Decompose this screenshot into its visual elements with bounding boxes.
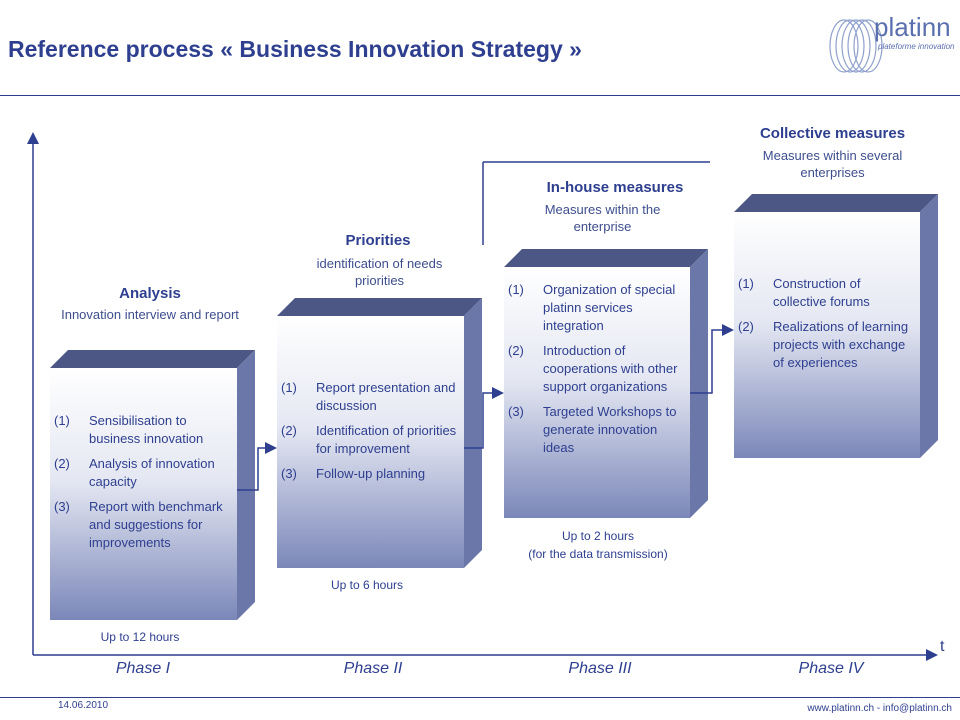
list-item: (2)Realizations of learning projects wit… (738, 319, 909, 370)
stage-1-subtitle: Innovation interview and report (61, 307, 239, 322)
logo-rings-icon (829, 19, 883, 73)
footer-contact[interactable]: www.platinn.ch - info@platinn.ch (807, 703, 952, 714)
page-title: Reference process « Business Innovation … (8, 36, 582, 62)
phase-4-label: Phase IV (798, 660, 864, 677)
list-item: (1)Sensibilisation to business innovatio… (54, 413, 204, 446)
stage-4-subtitle: Measures within several enterprises (762, 148, 903, 180)
header-divider (0, 95, 960, 96)
stage-2-duration: Up to 6 hours (330, 578, 404, 592)
list-item: (1)Construction of collective forums (738, 276, 870, 309)
phase-3-label: Phase III (568, 660, 632, 677)
stage-1-duration: Up to 12 hours (100, 630, 180, 644)
phase-2-label: Phase II (343, 660, 403, 677)
stage-2-heading: Priorities (345, 232, 411, 249)
stage-2-items: (1)Report presentation and discussion (2… (281, 379, 462, 490)
list-item: (3)Targeted Workshops to generate innova… (508, 404, 677, 455)
stage-2-subtitle: identification of needs priorities (316, 256, 443, 288)
stage-box-4 (734, 194, 938, 458)
stage-3-duration-note: (for the data transmission) (528, 547, 668, 561)
list-item: (3)Report with benchmark and suggestions… (54, 499, 223, 550)
footer-date: 14.06.2010 (58, 700, 109, 711)
stage-3-duration: Up to 2 hours (561, 529, 635, 543)
list-item: (1)Report presentation and discussion (281, 380, 456, 413)
list-item: (2)Identification of priorities for impr… (281, 423, 457, 456)
phase-1-label: Phase I (115, 660, 171, 677)
time-axis-label: t (940, 638, 945, 655)
stage-1-heading: Analysis (119, 285, 181, 302)
stage-1-items: (1)Sensibilisation to business innovatio… (54, 412, 234, 559)
connector-1-2 (237, 442, 277, 491)
list-item: (2)Analysis of innovation capacity (54, 456, 215, 489)
stage-3-items: (1)Organization of special platinn servi… (508, 281, 688, 464)
list-item: (2)Introduction of cooperations with oth… (508, 343, 678, 394)
stage-box-1 (50, 350, 255, 620)
stage-4-items: (1)Construction of collective forums (2)… (738, 275, 914, 379)
stage-4-heading: Collective measures (759, 125, 906, 142)
stage-box-3 (504, 249, 708, 518)
footer-divider (0, 697, 960, 698)
stage-3-subtitle: Measures within the enterprise (544, 202, 661, 234)
logo-tagline: plateforme innovation (878, 42, 955, 51)
platinn-logo: platinn plateforme innovation (820, 8, 955, 78)
list-item: (3)Follow-up planning (281, 466, 426, 481)
connector-2-3 (464, 387, 504, 449)
stage-box-2 (277, 298, 482, 568)
list-item: (1)Organization of special platinn servi… (508, 282, 676, 333)
stage-3-heading: In-house measures (546, 179, 684, 196)
logo-name: platinn (874, 12, 951, 42)
connector-3-4 (690, 324, 734, 394)
